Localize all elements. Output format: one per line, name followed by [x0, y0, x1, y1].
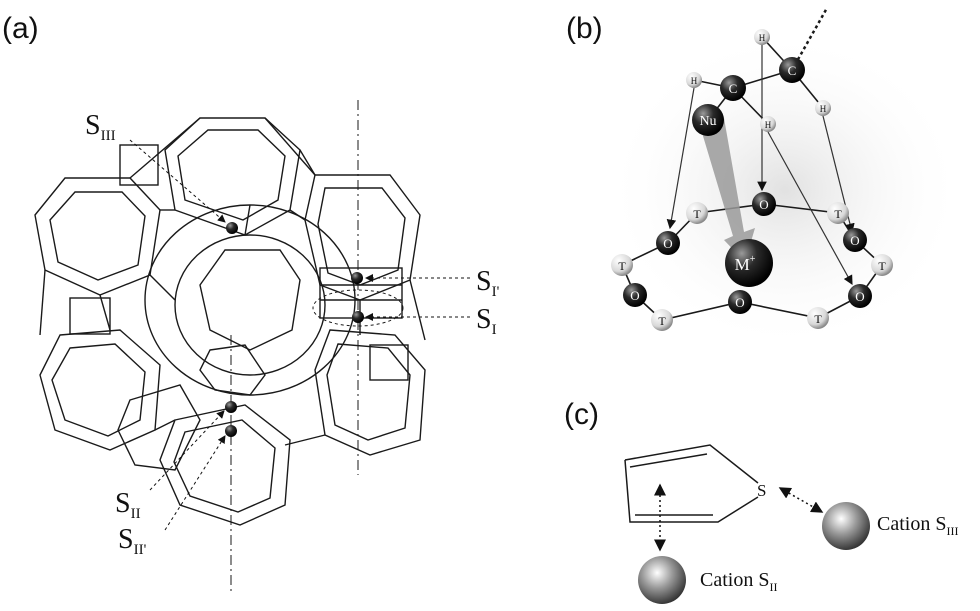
panel-b-label: (b)	[566, 12, 603, 45]
svg-text:M+: M+	[735, 254, 756, 274]
site-label-s2: SII	[115, 488, 141, 522]
thiophene-ring	[624, 444, 759, 523]
panel-a-label: (a)	[2, 12, 39, 45]
sulfur-label: S	[757, 481, 766, 500]
thiophene-diagram: S Cation SIII Cation SII	[624, 444, 958, 604]
site-s3-atom	[226, 222, 238, 234]
site-label-s1p: SI'	[476, 266, 500, 300]
site-leader-lines	[129, 139, 470, 531]
svg-text:O: O	[735, 295, 744, 310]
cation-s2-label: Cation SII	[700, 569, 777, 594]
site-s2-atom	[225, 401, 237, 413]
cation-s3-label: Cation SIII	[877, 513, 958, 538]
cation-s3-sphere	[822, 502, 870, 550]
svg-text:T: T	[878, 259, 886, 273]
svg-text:O: O	[855, 289, 864, 304]
adsorption-complex: C C H H H H Nu M+ O O O O O O T T T T T …	[605, 7, 965, 350]
svg-text:T: T	[814, 312, 822, 326]
svg-text:Nu: Nu	[699, 114, 716, 129]
site-s1-atom	[352, 311, 364, 323]
svg-text:H: H	[820, 104, 827, 114]
svg-text:H: H	[691, 76, 698, 86]
svg-text:T: T	[834, 207, 842, 221]
svg-text:T: T	[693, 207, 701, 221]
svg-text:O: O	[759, 197, 768, 212]
panel-c-label: (c)	[564, 398, 599, 431]
site-label-s2p: SII'	[118, 524, 147, 558]
site-label-s1: SI	[476, 304, 497, 338]
svg-text:O: O	[663, 236, 672, 251]
svg-text:O: O	[630, 288, 639, 303]
svg-text:H: H	[765, 120, 772, 130]
nu-to-metal-arrow	[700, 118, 755, 262]
svg-text:O: O	[850, 233, 859, 248]
s-to-cation3-interaction	[778, 487, 824, 513]
svg-text:C: C	[729, 81, 738, 96]
faujasite-framework	[34, 100, 426, 592]
site-s1p-atom	[351, 272, 363, 284]
svg-text:C: C	[788, 63, 797, 78]
cation-s2-sphere	[638, 556, 686, 604]
site-label-s3: SIII	[85, 110, 116, 144]
svg-text:H: H	[759, 33, 766, 43]
svg-text:T: T	[658, 314, 666, 328]
s1-ring	[312, 289, 404, 327]
site-s2p-atom	[225, 425, 237, 437]
svg-text:T: T	[618, 259, 626, 273]
